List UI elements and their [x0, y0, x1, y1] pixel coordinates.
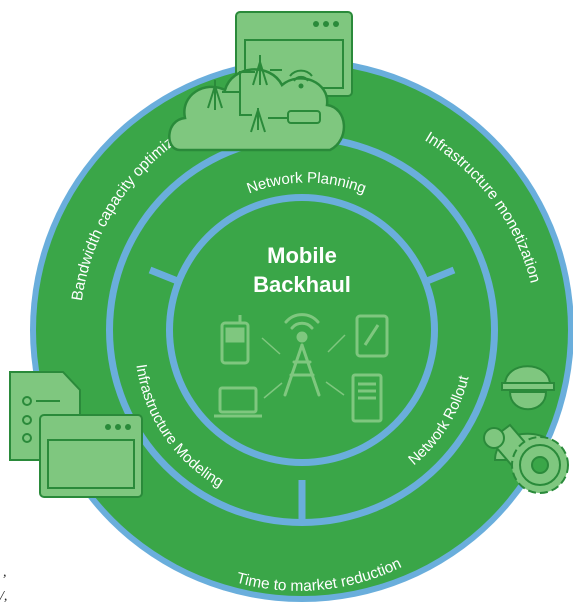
mobile-phone-icon — [220, 315, 250, 365]
gear-icon — [511, 436, 569, 494]
margin-text-1: , — [3, 565, 7, 580]
tablet-icon — [355, 314, 389, 358]
browser-window-icon-left — [39, 414, 143, 498]
server-icon — [351, 373, 383, 423]
cloud-network-icon — [168, 55, 346, 152]
connector-lines — [261, 334, 346, 399]
center-title-line1: Mobile — [267, 243, 337, 268]
cell-tower-icon — [283, 313, 321, 397]
center-disc — [173, 201, 431, 459]
laptop-icon — [214, 386, 262, 418]
margin-text-2: /, — [0, 589, 7, 604]
center-title-line2: Backhaul — [253, 272, 351, 297]
